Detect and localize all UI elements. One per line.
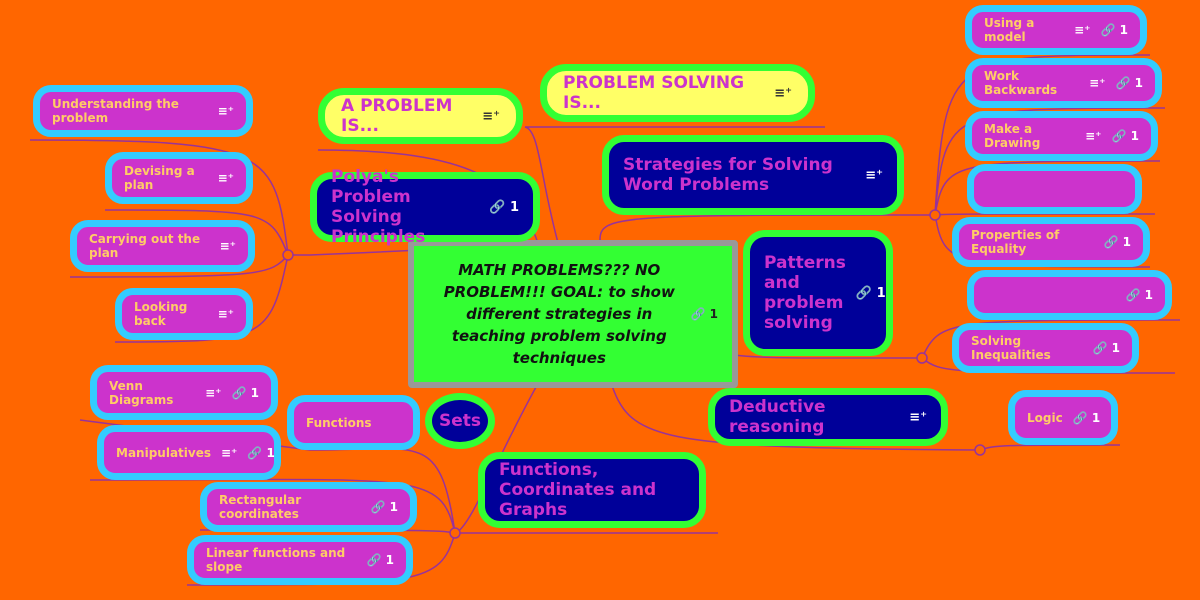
topic-deductive-reasoning[interactable]: Deductive reasoning ≡⁺: [708, 388, 948, 446]
notes-icon[interactable]: ≡⁺: [774, 85, 792, 101]
notes-icon[interactable]: ≡⁺: [909, 409, 927, 425]
notes-icon[interactable]: ≡⁺: [221, 445, 238, 460]
notes-icon[interactable]: ≡⁺: [217, 307, 234, 321]
topic-label: Carrying out the plan: [89, 232, 201, 260]
topic-label: Looking back: [134, 300, 188, 328]
topic-label: Make a Drawing: [984, 122, 1041, 150]
topic-polya-s-problem-solving-principles[interactable]: Polya's Problem Solving Principles 🔗 1: [310, 167, 540, 247]
link-count: 1: [1130, 129, 1139, 143]
topic-label: Strategies for Solving Word Problems: [623, 155, 833, 195]
topic-carrying-out-the-plan[interactable]: Carrying out the plan ≡⁺: [70, 220, 255, 272]
link-icon[interactable]: 🔗 1: [247, 445, 275, 460]
topic-label: Manipulatives: [116, 445, 211, 460]
topic-label: Polya's Problem Solving Principles: [331, 167, 426, 247]
link-count: 1: [1122, 235, 1131, 249]
link-icon[interactable]: 🔗 1: [1125, 288, 1153, 302]
topic-logic[interactable]: Logic 🔗 1: [1008, 390, 1118, 445]
central-topic[interactable]: MATH PROBLEMS??? NO PROBLEM!!! GOAL: to …: [408, 240, 738, 388]
link-icon[interactable]: 🔗 1: [1111, 129, 1139, 143]
topic-label: Functions, Coordinates and Graphs: [499, 460, 657, 520]
link-count: 1: [1111, 341, 1120, 355]
topic-make-a-drawing[interactable]: Make a Drawing ≡⁺ 🔗 1: [965, 111, 1158, 161]
notes-icon[interactable]: ≡⁺: [205, 385, 222, 400]
topic-card[interactable]: 🔗 1: [967, 270, 1172, 320]
topic-patterns-and-problem-solving[interactable]: Patterns and problem solving 🔗 1: [743, 230, 893, 356]
topic-devising-a-plan[interactable]: Devising a plan ≡⁺: [105, 152, 253, 204]
link-count: 1: [1134, 76, 1143, 90]
topic-label: Deductive reasoning: [729, 397, 826, 437]
topic-linear-functions-and-slope[interactable]: Linear functions and slope 🔗 1: [187, 535, 413, 585]
topic-understanding-the-problem[interactable]: Understanding the problem ≡⁺: [33, 85, 253, 137]
link-count: 1: [1144, 288, 1153, 302]
notes-icon[interactable]: ≡⁺: [1085, 129, 1102, 143]
topic-a-problem-is[interactable]: A PROBLEM IS... ≡⁺: [318, 88, 523, 144]
link-count: 1: [709, 307, 718, 321]
link-icon[interactable]: 🔗 1: [855, 285, 886, 301]
link-icon[interactable]: 🔗 1: [231, 385, 259, 400]
notes-icon[interactable]: ≡⁺: [1074, 23, 1091, 37]
topic-label: A PROBLEM IS...: [341, 96, 453, 136]
topic-strategies-for-solving-word-problems[interactable]: Strategies for Solving Word Problems ≡⁺: [602, 135, 904, 215]
topic-work-backwards[interactable]: Work Backwards ≡⁺ 🔗 1: [965, 58, 1162, 108]
link-count: 1: [1119, 23, 1128, 37]
topic-venn-diagrams[interactable]: Venn Diagrams ≡⁺ 🔗 1: [90, 365, 278, 420]
topic-using-a-model[interactable]: Using a model ≡⁺ 🔗 1: [965, 5, 1147, 55]
link-icon[interactable]: 🔗 1: [370, 500, 398, 514]
link-count: 1: [385, 553, 394, 567]
topic-functions[interactable]: Functions: [287, 395, 420, 450]
topic-label: Linear functions and slope: [206, 546, 346, 574]
link-count: 1: [509, 199, 519, 215]
topic-label: Using a model: [984, 16, 1035, 44]
topic-properties-of-equality[interactable]: Properties of Equality 🔗 1: [952, 217, 1150, 267]
link-icon[interactable]: 🔗 1: [1100, 23, 1128, 37]
topic-label: PROBLEM SOLVING IS...: [563, 73, 745, 113]
topic-card[interactable]: [967, 164, 1142, 214]
link-icon[interactable]: 🔗 1: [489, 199, 519, 215]
topic-sets[interactable]: Sets: [425, 393, 495, 449]
notes-icon[interactable]: ≡⁺: [865, 167, 883, 183]
link-count: 1: [1091, 410, 1101, 425]
link-count: 1: [876, 285, 886, 301]
link-count: 1: [266, 445, 275, 460]
link-icon[interactable]: 🔗 1: [1072, 410, 1101, 425]
topic-functions-coordinates-and-graphs[interactable]: Functions, Coordinates and Graphs: [478, 452, 706, 528]
link-icon[interactable]: 🔗 1: [366, 553, 394, 567]
link-icon[interactable]: 🔗 1: [1092, 341, 1120, 355]
notes-icon[interactable]: ≡⁺: [1089, 76, 1106, 90]
link-icon[interactable]: 🔗 1: [690, 307, 718, 321]
topic-label: Patterns and problem solving: [764, 253, 846, 333]
notes-icon[interactable]: ≡⁺: [217, 171, 234, 185]
topic-label: Venn Diagrams: [109, 378, 174, 407]
link-icon[interactable]: 🔗 1: [1115, 76, 1143, 90]
topic-rectangular-coordinates[interactable]: Rectangular coordinates 🔗 1: [200, 482, 417, 532]
notes-icon[interactable]: ≡⁺: [217, 104, 234, 118]
topic-solving-inequalities[interactable]: Solving Inequalities 🔗 1: [952, 323, 1139, 373]
topic-label: Understanding the problem: [52, 97, 179, 125]
link-icon[interactable]: 🔗 1: [1103, 235, 1131, 249]
central-topic-label: MATH PROBLEMS??? NO PROBLEM!!! GOAL: to …: [443, 261, 675, 367]
topic-label: Logic: [1027, 410, 1063, 425]
topic-looking-back[interactable]: Looking back ≡⁺: [115, 288, 253, 340]
link-count: 1: [389, 500, 398, 514]
notes-icon[interactable]: ≡⁺: [219, 239, 236, 253]
topic-problem-solving-is[interactable]: PROBLEM SOLVING IS... ≡⁺: [540, 64, 815, 122]
topic-label: Sets: [438, 411, 482, 431]
topic-label: Work Backwards: [984, 69, 1058, 97]
topic-label: Rectangular coordinates: [219, 493, 302, 521]
link-count: 1: [250, 385, 259, 400]
topic-label: Solving Inequalities: [971, 334, 1051, 362]
notes-icon[interactable]: ≡⁺: [482, 108, 500, 124]
topic-label: Devising a plan: [124, 164, 195, 192]
topic-label: Functions: [306, 415, 372, 430]
topic-manipulatives[interactable]: Manipulatives ≡⁺ 🔗 1: [97, 425, 281, 480]
topic-label: Properties of Equality: [971, 228, 1060, 256]
